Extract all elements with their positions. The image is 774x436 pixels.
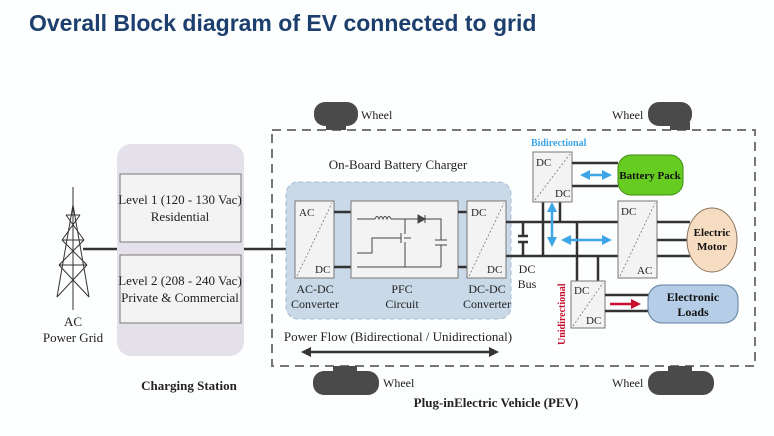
- electronic-loads: [647, 284, 739, 324]
- loads-label-2: Loads: [677, 305, 709, 319]
- wheel-label-top-left: Wheel: [361, 108, 393, 122]
- grid-label-ac: AC: [64, 314, 82, 329]
- level1-title: Level 1 (120 - 130 Vac): [118, 192, 242, 207]
- wheel-top-left: [314, 102, 358, 130]
- obc-label: On-Board Battery Charger: [329, 157, 468, 172]
- battery-pack-label: Battery Pack: [619, 170, 681, 182]
- pfc-name-1: PFC: [391, 282, 412, 296]
- inverter-out-label: AC: [637, 265, 652, 277]
- vehicle-boundary: [271, 129, 756, 367]
- power-flow-label: Power Flow (Bidirectional / Unidirection…: [284, 329, 512, 344]
- wheel-top-right: [648, 102, 692, 130]
- pfc-schematic: [357, 214, 447, 268]
- power-tower-icon: [56, 187, 90, 310]
- loads-label-1: Electronic: [667, 290, 720, 304]
- level2-title: Level 2 (208 - 240 Vac): [118, 273, 242, 288]
- loads-dcdc-in-label: DC: [574, 285, 589, 297]
- battery-dcdc-out-label: DC: [555, 188, 570, 200]
- level2-box: [119, 254, 242, 324]
- wheel-label-bottom-right: Wheel: [612, 376, 644, 390]
- obc-dcdc-name-1: DC-DC: [468, 282, 505, 296]
- motor-label-1: Electric: [694, 227, 731, 239]
- obc-dcdc-name-2: Converter: [463, 297, 511, 311]
- acdc-name-1: AC-DC: [296, 282, 333, 296]
- battery-pack: [617, 154, 684, 196]
- dc-bus-label-2: Bus: [518, 277, 537, 291]
- page-title: Overall Block diagram of EV connected to…: [29, 10, 537, 36]
- motor-label-2: Motor: [697, 241, 727, 253]
- charging-station-label: Charging Station: [141, 378, 237, 393]
- wheel-bottom-right: [648, 366, 714, 395]
- dc-bus-label-1: DC: [519, 262, 536, 276]
- acdc-name-2: Converter: [291, 297, 339, 311]
- pev-label: Plug-inElectric Vehicle (PEV): [414, 395, 579, 410]
- obc-dcdc-in-label: DC: [471, 207, 486, 219]
- level2-subtitle: Private & Commercial: [121, 290, 239, 305]
- acdc-in-label: AC: [299, 207, 314, 219]
- pfc-name-2: Circuit: [385, 297, 419, 311]
- wheel-bottom-left: [313, 366, 379, 395]
- level1-subtitle: Residential: [151, 209, 210, 224]
- obc-dcdc-out-label: DC: [487, 264, 502, 276]
- unidirectional-label: Unidirectional: [557, 283, 568, 345]
- wheel-label-bottom-left: Wheel: [383, 376, 415, 390]
- bidirectional-label: Bidirectional: [531, 138, 587, 149]
- wheel-label-top-right: Wheel: [612, 108, 644, 122]
- electric-motor: [686, 207, 738, 273]
- battery-dcdc-in-label: DC: [536, 157, 551, 169]
- grid-label-power-grid: Power Grid: [43, 330, 104, 345]
- acdc-out-label: DC: [315, 264, 330, 276]
- loads-dcdc-out-label: DC: [586, 315, 601, 327]
- inverter-in-label: DC: [621, 206, 636, 218]
- dc-bus: [506, 202, 618, 282]
- level1-box: [119, 173, 242, 243]
